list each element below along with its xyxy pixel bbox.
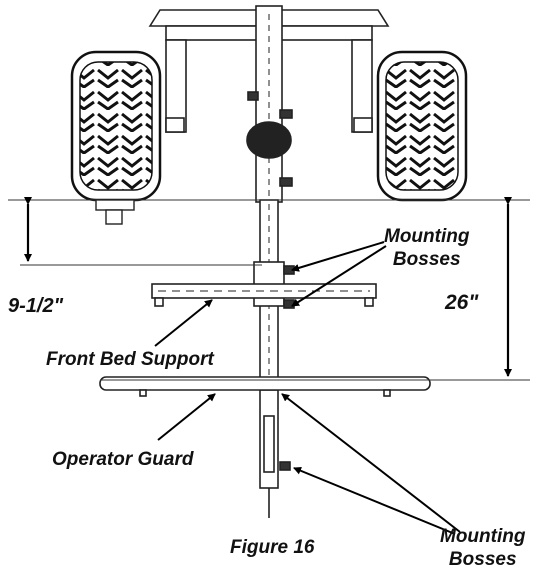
mounting-bosses-bottom-line2: Bosses [448,549,517,570]
mounting-bosses-top-line2: Bosses [392,249,461,270]
operator-guard-label: Operator Guard [52,449,194,470]
dimension-lines [8,199,530,381]
center-column [246,5,295,518]
dimension-left-label: 9-1/2" [8,295,64,317]
left-wheel [70,50,162,225]
front-bed-support-label: Front Bed Support [46,349,214,370]
mounting-bosses-bottom-label: Mounting Bosses [440,527,525,569]
dimension-arrows [24,197,512,377]
dimension-right-label: 26" [445,291,479,314]
figure-caption: Figure 16 [230,537,315,558]
right-wheel [376,50,468,202]
mounting-bosses-top-line1: Mounting [384,226,470,247]
leader-arrows [154,241,461,535]
mounting-bosses-bottom-line1: Mounting [440,526,526,547]
mounting-bosses-top-label: Mounting Bosses [384,227,469,269]
